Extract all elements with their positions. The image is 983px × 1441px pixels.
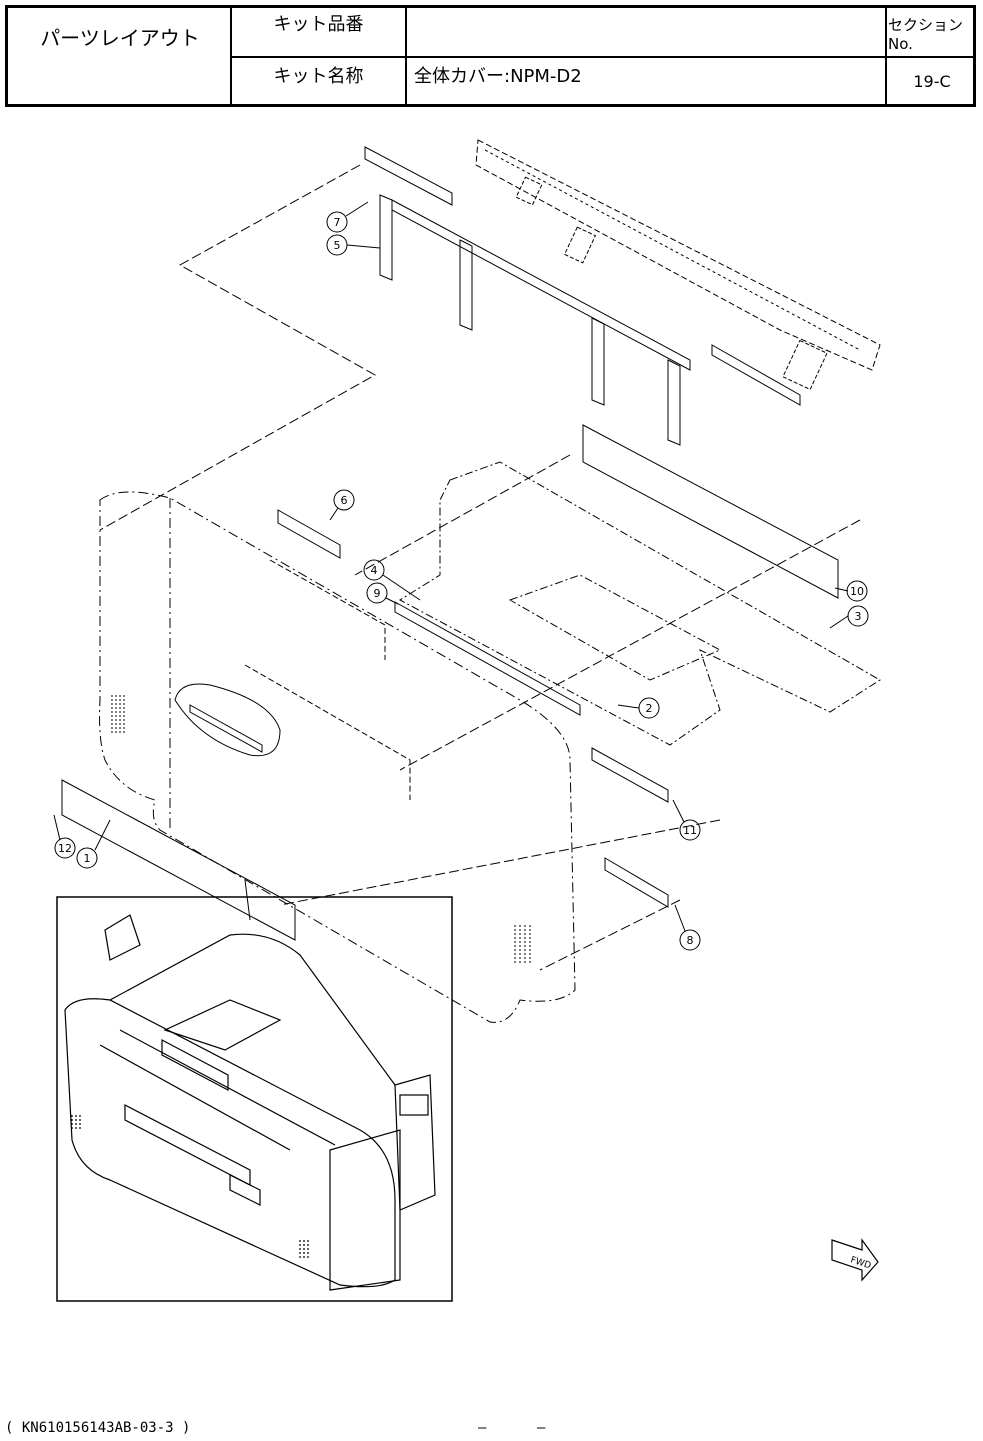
callout-label: 11 bbox=[683, 824, 697, 837]
callout-2 bbox=[618, 698, 659, 718]
callout-label: 5 bbox=[334, 239, 341, 252]
callout-label: 3 bbox=[855, 610, 862, 623]
callout-label: 12 bbox=[58, 842, 72, 855]
bar-part-7 bbox=[365, 147, 452, 205]
callout-label: 9 bbox=[374, 587, 381, 600]
callout-label: 1 bbox=[84, 852, 91, 865]
callout-1 bbox=[77, 820, 110, 868]
machine-illustration bbox=[65, 915, 435, 1290]
rear-frame bbox=[476, 140, 880, 370]
callout-label: 8 bbox=[687, 934, 694, 947]
callout-label: 6 bbox=[341, 494, 348, 507]
page-marks: – – bbox=[478, 1420, 545, 1436]
main-cover bbox=[100, 492, 575, 1022]
callout-label: 7 bbox=[334, 216, 341, 229]
callout-label: 10 bbox=[850, 585, 864, 598]
beam-part-5 bbox=[392, 200, 690, 370]
callouts bbox=[54, 202, 868, 950]
callout-3 bbox=[830, 606, 868, 628]
bracket-part-6 bbox=[278, 510, 340, 558]
base-plate bbox=[400, 462, 880, 745]
panel-part-10 bbox=[583, 425, 838, 598]
callout-9 bbox=[367, 583, 398, 604]
bracket-part-11 bbox=[592, 748, 668, 802]
bracket-part-8 bbox=[605, 858, 668, 907]
callout-label: 2 bbox=[646, 702, 653, 715]
inset-photo-frame bbox=[57, 897, 452, 1301]
document-code: ( KN610156143AB-03-3 ) bbox=[5, 1420, 190, 1436]
callout-label: 4 bbox=[371, 564, 378, 577]
bar-part-9 bbox=[395, 602, 580, 715]
